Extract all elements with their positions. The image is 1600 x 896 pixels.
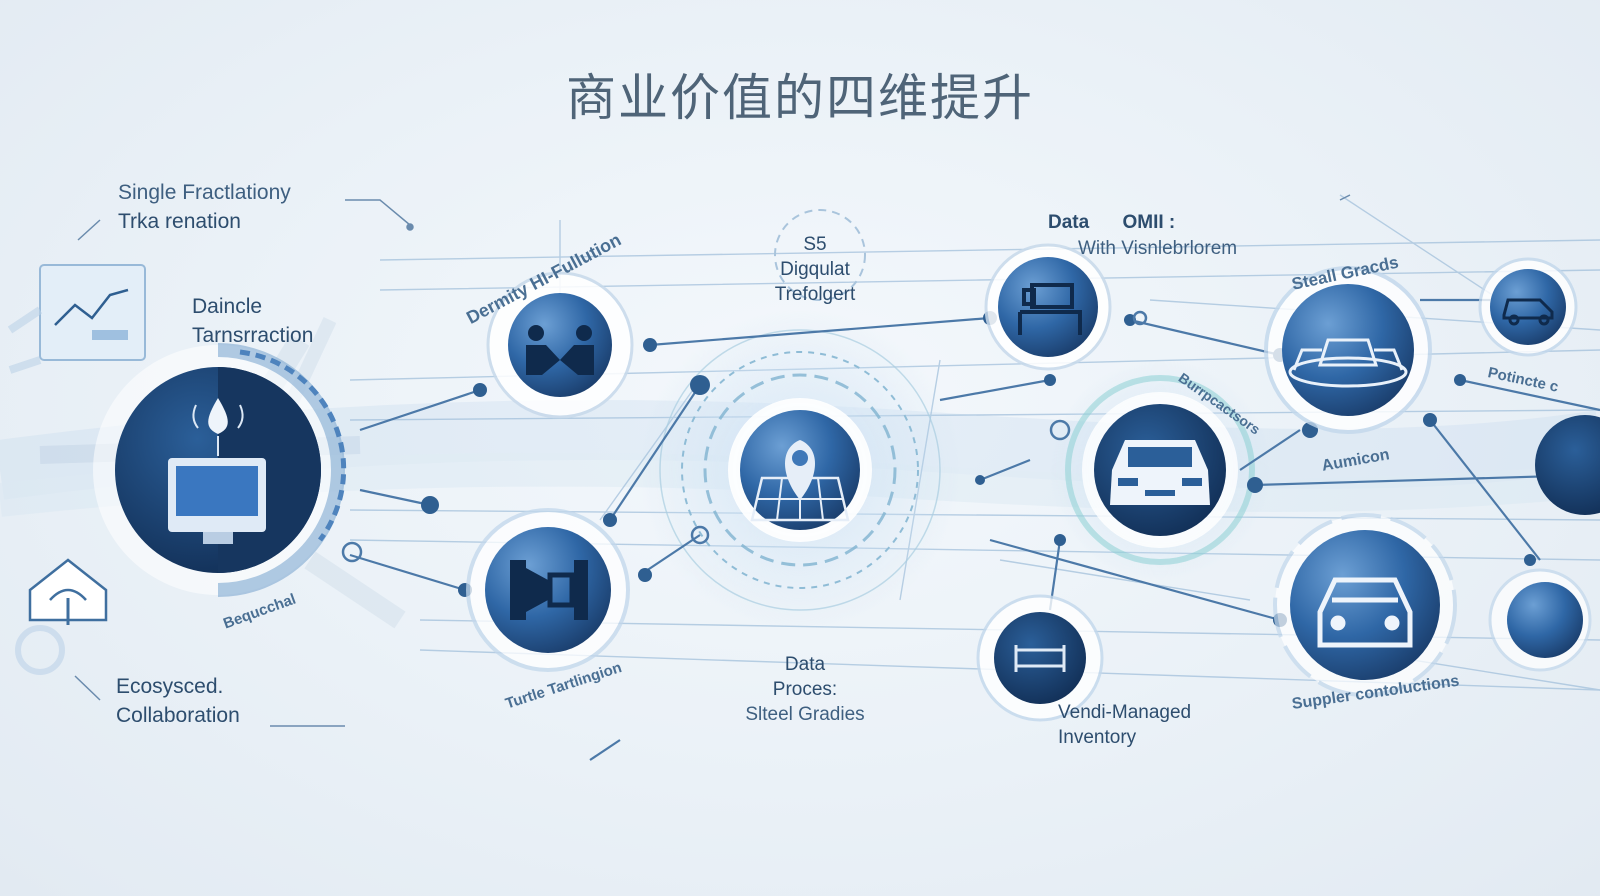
node-machine xyxy=(466,508,630,672)
label-line: Inventory xyxy=(1058,727,1137,748)
connector-rings xyxy=(341,310,1148,563)
node-location xyxy=(728,398,872,542)
car-icon xyxy=(1317,577,1413,648)
node-handshake xyxy=(486,271,634,419)
label-s5: S5 Digqulat Trefolgert xyxy=(755,232,875,307)
label-line: Vendi-Managed xyxy=(1058,702,1192,723)
umbrella-icon xyxy=(15,558,108,675)
label-line: Trka renation xyxy=(118,210,241,233)
label-line: Trefolgert xyxy=(774,284,856,305)
node-droplet-monitor xyxy=(93,343,347,597)
label-line: Data xyxy=(784,654,826,675)
cars-group-icon xyxy=(1288,338,1408,388)
node-conveyor xyxy=(976,594,1104,722)
handshake-icon xyxy=(526,325,594,375)
label-single-fractlationy: Single Fractlationy Trka renation xyxy=(118,178,291,236)
location-grid-icon xyxy=(750,440,850,522)
node-car-side xyxy=(1478,257,1578,357)
label-line: Slteel Gradies xyxy=(745,704,865,725)
label-line: S5 xyxy=(803,234,827,255)
label-daincle: Daincle Tarnsrraction xyxy=(192,292,313,350)
label-ecosysced: Ecosysced. Collaboration xyxy=(116,672,240,730)
car-front-icon xyxy=(1110,440,1210,505)
label-line: Daincle xyxy=(192,295,263,318)
page-title: 商业价值的四维提升 xyxy=(566,69,1034,127)
label-line: Data xyxy=(1048,212,1090,233)
label-line: Single Fractlationy xyxy=(118,181,291,204)
label-line: Ecosysced. xyxy=(116,675,224,698)
chart-icon xyxy=(7,264,146,374)
label-vendor-managed: Vendi-Managed Inventory xyxy=(1058,700,1191,750)
label-line: Collaboration xyxy=(116,704,240,727)
machine-icon xyxy=(510,560,588,620)
workstation-icon xyxy=(1018,283,1082,335)
node-cars-group xyxy=(1264,266,1432,434)
connectors xyxy=(349,298,1600,761)
label-with-visnlebrlorem: With Visnlebrlorem xyxy=(1078,238,1238,259)
label-data-omii: Data OMII : xyxy=(1048,210,1175,235)
node-car-front xyxy=(1082,392,1238,548)
label-data-process: Data Proces: Slteel Gradies xyxy=(720,652,890,727)
label-line: Proces: xyxy=(772,679,838,700)
conveyor-icon xyxy=(1014,645,1066,672)
label-leaders xyxy=(74,194,1351,727)
label-line: Tarnsrraction xyxy=(192,324,314,347)
droplet-monitor-icon xyxy=(168,398,266,544)
car-side-icon xyxy=(1502,298,1554,326)
node-workstation xyxy=(984,243,1112,371)
node-edge-right xyxy=(1488,415,1600,672)
node-car xyxy=(1273,513,1457,697)
label-line: Digqulat xyxy=(780,259,850,280)
label-line: OMII : xyxy=(1122,212,1176,233)
